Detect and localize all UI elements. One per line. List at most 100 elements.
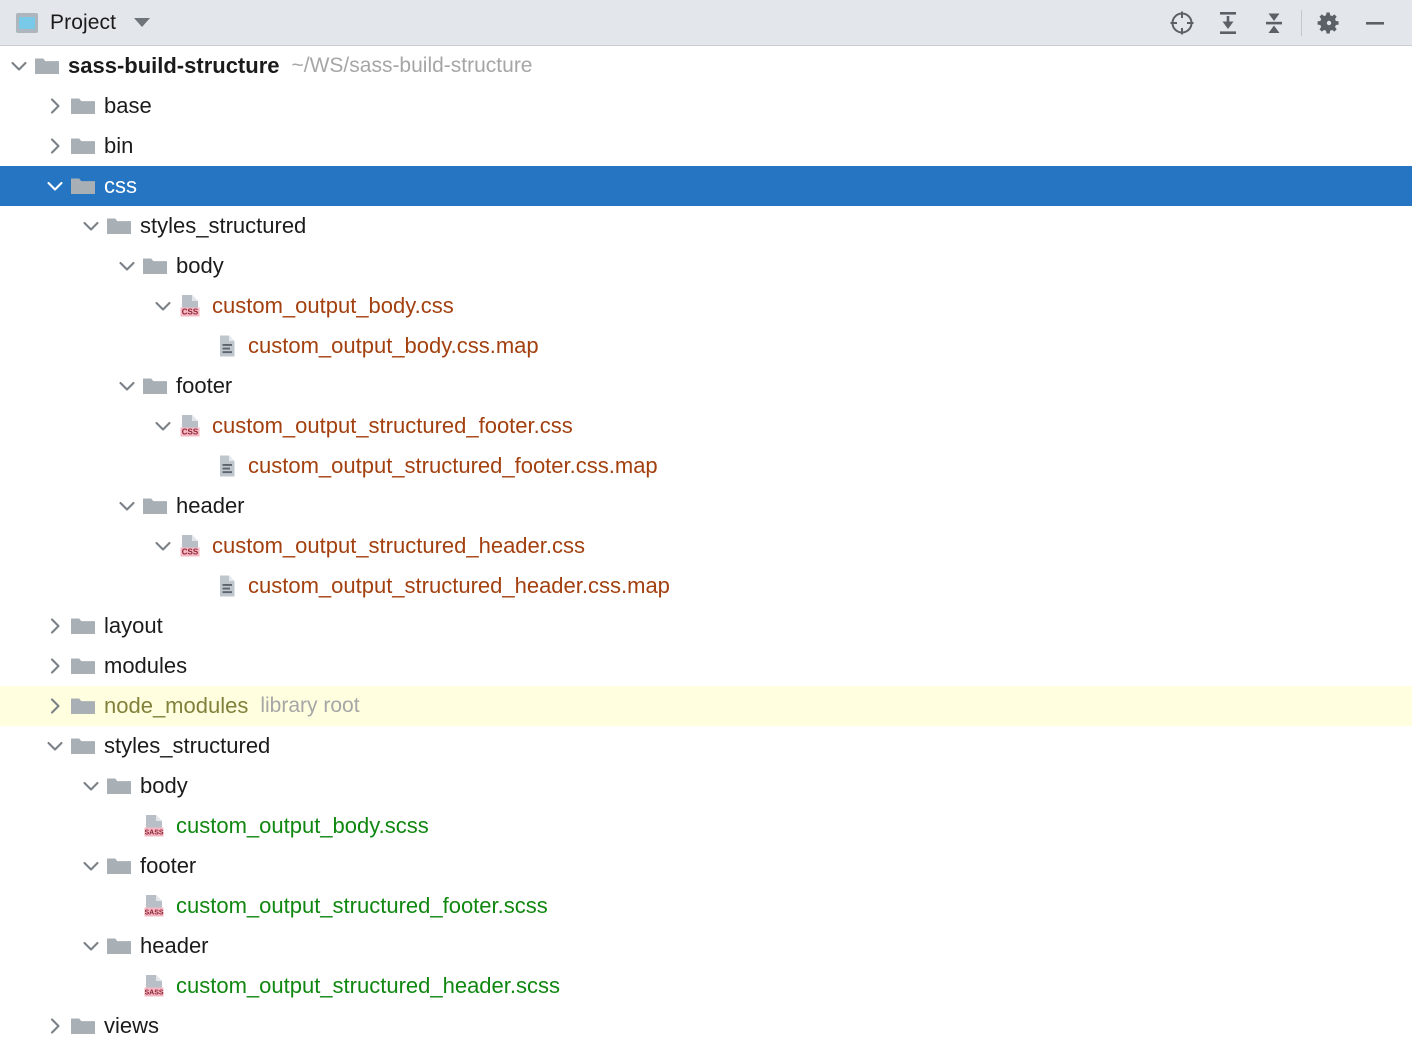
tree-row[interactable]: CSS custom_output_structured_footer.css (0, 406, 1412, 446)
folder-icon (70, 135, 96, 157)
folder-icon (142, 495, 168, 517)
chevron-down-icon[interactable] (44, 175, 66, 197)
chevron-right-icon[interactable] (44, 1015, 66, 1037)
project-toolbar: Project (0, 0, 1412, 46)
tree-row[interactable]: custom_output_body.css.map (0, 326, 1412, 366)
tree-row-label: header (176, 493, 245, 518)
project-tool-window-icon (16, 12, 38, 33)
svg-text:SASS: SASS (144, 989, 163, 996)
tree-row[interactable]: views (0, 1006, 1412, 1046)
svg-text:CSS: CSS (182, 307, 199, 316)
svg-text:CSS: CSS (182, 427, 199, 436)
tree-row[interactable]: footer (0, 846, 1412, 886)
tree-row-annotation: library root (260, 694, 360, 717)
tree-row-label: custom_output_body.scss (176, 813, 429, 838)
chevron-down-icon[interactable] (152, 535, 174, 557)
sass-file-icon: SASS (142, 814, 168, 838)
tree-row[interactable]: footer (0, 366, 1412, 406)
chevron-down-icon[interactable] (116, 255, 138, 277)
folder-icon (142, 375, 168, 397)
tree-row-label: css (104, 173, 137, 198)
css-file-icon: CSS (178, 294, 204, 318)
chevron-down-icon[interactable] (80, 935, 102, 957)
project-tab-label: Project (50, 10, 117, 34)
chevron-down-icon[interactable] (44, 735, 66, 757)
expand-all-icon[interactable] (1205, 3, 1251, 43)
tree-row[interactable]: modules (0, 646, 1412, 686)
tree-row[interactable]: layout (0, 606, 1412, 646)
project-tab[interactable]: Project (16, 10, 151, 35)
tree-row[interactable]: custom_output_structured_footer.css.map (0, 446, 1412, 486)
map-file-icon (214, 574, 240, 598)
folder-icon (106, 935, 132, 957)
folder-icon (142, 255, 168, 277)
tree-row[interactable]: base (0, 86, 1412, 126)
sass-file-icon: SASS (142, 974, 168, 998)
tree-row[interactable]: body (0, 246, 1412, 286)
tree-row[interactable]: node_modules library root (0, 686, 1412, 726)
chevron-down-icon[interactable] (116, 495, 138, 517)
tree-row[interactable]: styles_structured (0, 726, 1412, 766)
chevron-down-icon[interactable] (134, 18, 151, 27)
tree-row[interactable]: header (0, 486, 1412, 526)
tree-row-label: layout (104, 613, 163, 638)
tree-row-label: sass-build-structure (68, 53, 280, 78)
chevron-right-icon[interactable] (44, 135, 66, 157)
map-file-icon (214, 454, 240, 478)
tree-row[interactable]: header (0, 926, 1412, 966)
folder-icon (106, 855, 132, 877)
project-tree[interactable]: sass-build-structure~/WS/sass-build-stru… (0, 46, 1412, 1046)
tree-row-label: node_modules (104, 693, 249, 718)
tree-twisty-placeholder (188, 455, 210, 477)
chevron-down-icon[interactable] (80, 215, 102, 237)
settings-gear-icon[interactable] (1306, 3, 1352, 43)
tree-row-label: custom_output_structured_footer.css (212, 413, 573, 438)
tree-row-label: styles_structured (140, 213, 307, 238)
toolbar-separator (1301, 9, 1302, 36)
folder-icon (106, 775, 132, 797)
tree-row[interactable]: body (0, 766, 1412, 806)
tree-twisty-placeholder (188, 575, 210, 597)
map-file-icon (214, 334, 240, 358)
chevron-down-icon[interactable] (152, 415, 174, 437)
tree-row-label: custom_output_structured_header.css.map (248, 573, 670, 598)
tree-twisty-placeholder (116, 895, 138, 917)
chevron-down-icon[interactable] (80, 855, 102, 877)
tree-row-label: base (104, 93, 152, 118)
folder-icon (70, 655, 96, 677)
chevron-down-icon[interactable] (116, 375, 138, 397)
tree-row[interactable]: styles_structured (0, 206, 1412, 246)
collapse-all-icon[interactable] (1251, 3, 1297, 43)
folder-icon (34, 55, 60, 77)
chevron-down-icon[interactable] (152, 295, 174, 317)
tree-row[interactable]: custom_output_structured_header.css.map (0, 566, 1412, 606)
folder-icon (70, 735, 96, 757)
toolbar-actions (1159, 3, 1398, 43)
css-file-icon: CSS (178, 414, 204, 438)
tree-row-label: custom_output_structured_header.css (212, 533, 586, 558)
locate-icon[interactable] (1159, 3, 1205, 43)
tree-row[interactable]: SASS custom_output_body.scss (0, 806, 1412, 846)
chevron-right-icon[interactable] (44, 615, 66, 637)
folder-icon (70, 95, 96, 117)
tree-twisty-placeholder (116, 975, 138, 997)
tree-row-label: styles_structured (104, 733, 271, 758)
tree-row-label: custom_output_structured_footer.scss (176, 893, 548, 918)
chevron-right-icon[interactable] (44, 95, 66, 117)
tree-row[interactable]: sass-build-structure~/WS/sass-build-stru… (0, 46, 1412, 86)
hide-icon[interactable] (1352, 3, 1398, 43)
tree-row-label: footer (140, 853, 197, 878)
tree-row[interactable]: css (0, 166, 1412, 206)
tree-row-label: custom_output_structured_footer.css.map (248, 453, 658, 478)
folder-icon (70, 175, 96, 197)
chevron-down-icon[interactable] (8, 55, 30, 77)
chevron-right-icon[interactable] (44, 695, 66, 717)
chevron-down-icon[interactable] (80, 775, 102, 797)
folder-icon (70, 615, 96, 637)
chevron-right-icon[interactable] (44, 655, 66, 677)
tree-row[interactable]: bin (0, 126, 1412, 166)
